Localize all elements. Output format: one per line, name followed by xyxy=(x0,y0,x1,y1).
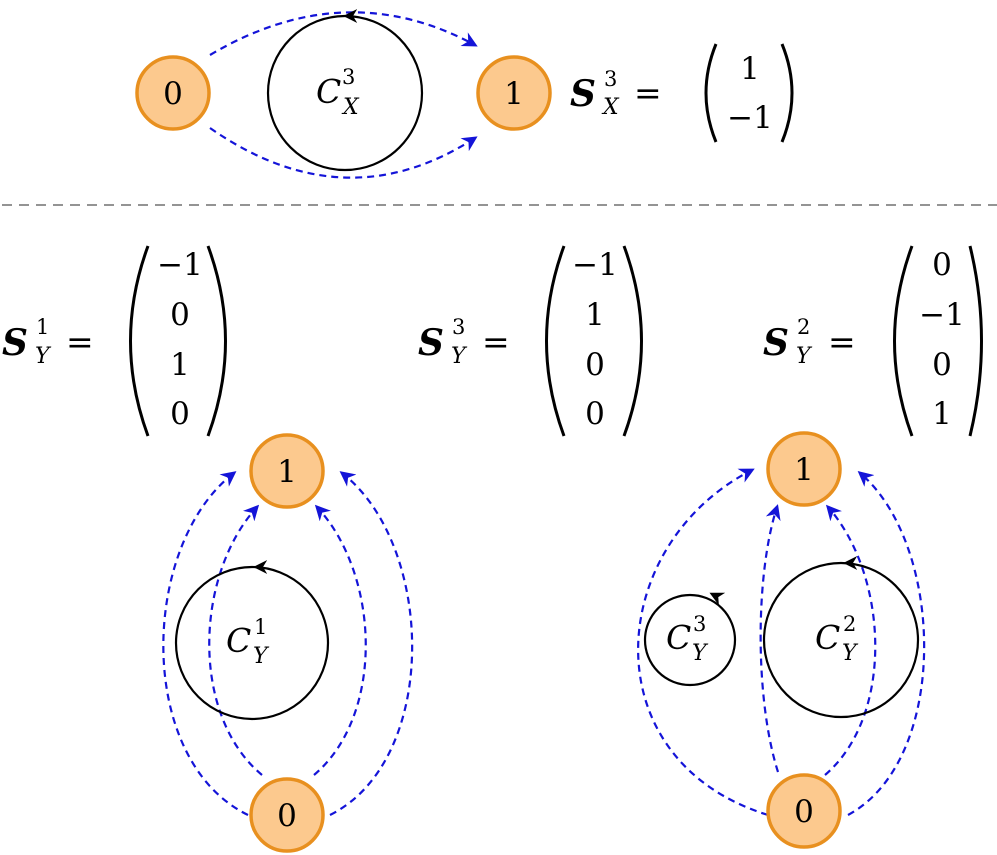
cycle-cy3-label: C 3 Y xyxy=(666,612,709,666)
bottom-left-diagram: C 1 Y 1 0 xyxy=(162,433,414,853)
bl-node-0: 0 xyxy=(249,777,325,853)
svg-text:Y: Y xyxy=(451,344,468,369)
vector-sy3: S 3 Y = −1 1 0 0 xyxy=(418,245,643,437)
svg-text:Y: Y xyxy=(842,641,859,666)
svg-text:3: 3 xyxy=(342,65,355,89)
cycle-cx3-circle xyxy=(266,14,424,172)
svg-text:3: 3 xyxy=(452,315,465,339)
br-node-1: 1 xyxy=(766,431,842,507)
svg-text:=: = xyxy=(634,73,662,112)
svg-text:C: C xyxy=(226,621,251,660)
br-arrow-inner-left xyxy=(759,504,781,773)
cycle-cy2-circle xyxy=(762,561,920,719)
svg-text:1: 1 xyxy=(277,454,297,490)
svg-text:1: 1 xyxy=(36,315,49,339)
svg-text:0: 0 xyxy=(932,347,952,383)
vector-sy2: S 2 Y = 0 −1 0 1 xyxy=(763,245,983,437)
top-node-1: 1 xyxy=(476,55,552,131)
svg-text:1: 1 xyxy=(170,347,190,383)
svg-text:0: 0 xyxy=(170,396,190,432)
top-node-0: 0 xyxy=(135,55,211,131)
right-paren xyxy=(780,43,794,143)
vector-sx3: S 3 X = 1 −1 xyxy=(570,43,794,143)
svg-text:1: 1 xyxy=(585,297,605,333)
svg-text:0: 0 xyxy=(794,794,814,830)
top-lower-dashed-arrow xyxy=(209,127,478,179)
svg-text:−1: −1 xyxy=(727,100,773,136)
bottom-right-diagram: C 3 Y C 2 Y 1 0 xyxy=(637,431,926,849)
svg-text:Y: Y xyxy=(253,644,270,669)
svg-text:0: 0 xyxy=(585,347,605,383)
top-diagram: C 3 X 0 1 S 3 X = 1 −1 xyxy=(135,9,794,179)
svg-text:S: S xyxy=(763,322,789,364)
bl-node-1: 1 xyxy=(249,433,325,509)
svg-text:=: = xyxy=(482,322,510,361)
svg-text:S: S xyxy=(418,322,444,364)
svg-text:−1: −1 xyxy=(572,247,618,283)
cycle-cx3-label: C 3 X xyxy=(316,65,360,120)
vector-sy1: S 1 Y = −1 0 1 0 xyxy=(2,245,227,437)
cycle-cy3-circle xyxy=(643,593,737,687)
svg-text:0: 0 xyxy=(277,798,297,834)
bl-arrow-outer-right xyxy=(329,471,414,816)
svg-text:0: 0 xyxy=(163,76,183,112)
br-arrow-inner-right xyxy=(824,504,877,776)
svg-text:2: 2 xyxy=(843,612,856,636)
svg-text:1: 1 xyxy=(740,51,760,87)
br-node-0: 0 xyxy=(766,773,842,849)
svg-text:Y: Y xyxy=(796,344,813,369)
bl-arrow-inner-right xyxy=(313,504,367,776)
bl-arrow-inner-left xyxy=(208,504,263,776)
svg-text:C: C xyxy=(666,618,691,657)
svg-text:0: 0 xyxy=(585,396,605,432)
svg-text:−1: −1 xyxy=(157,247,203,283)
bl-arrow-outer-left xyxy=(162,471,249,816)
svg-text:S: S xyxy=(2,322,28,364)
svg-text:0: 0 xyxy=(170,297,190,333)
svg-text:=: = xyxy=(66,322,94,361)
svg-text:2: 2 xyxy=(797,315,810,339)
svg-text:C: C xyxy=(815,618,840,657)
svg-text:Y: Y xyxy=(692,641,709,666)
svg-text:S: S xyxy=(570,73,596,115)
svg-text:X: X xyxy=(601,95,620,120)
svg-text:3: 3 xyxy=(604,67,617,91)
svg-text:0: 0 xyxy=(932,247,952,283)
cycle-cy1-label: C 1 Y xyxy=(226,615,270,669)
cycle-cy3-arrowhead xyxy=(709,592,726,606)
svg-text:3: 3 xyxy=(693,612,706,636)
svg-text:Y: Y xyxy=(35,344,52,369)
svg-text:1: 1 xyxy=(932,396,952,432)
top-upper-dashed-arrow xyxy=(209,11,478,56)
left-paren xyxy=(704,43,718,143)
svg-text:1: 1 xyxy=(504,76,524,112)
svg-text:1: 1 xyxy=(254,615,267,639)
svg-text:−1: −1 xyxy=(919,297,965,333)
svg-text:C: C xyxy=(316,72,341,111)
svg-text:=: = xyxy=(828,322,856,361)
cycle-cy1-circle xyxy=(174,565,330,721)
br-arrow-outer-right xyxy=(847,471,926,816)
svg-text:1: 1 xyxy=(794,452,814,488)
svg-text:X: X xyxy=(341,95,360,120)
cycle-cy2-label: C 2 Y xyxy=(815,612,859,666)
